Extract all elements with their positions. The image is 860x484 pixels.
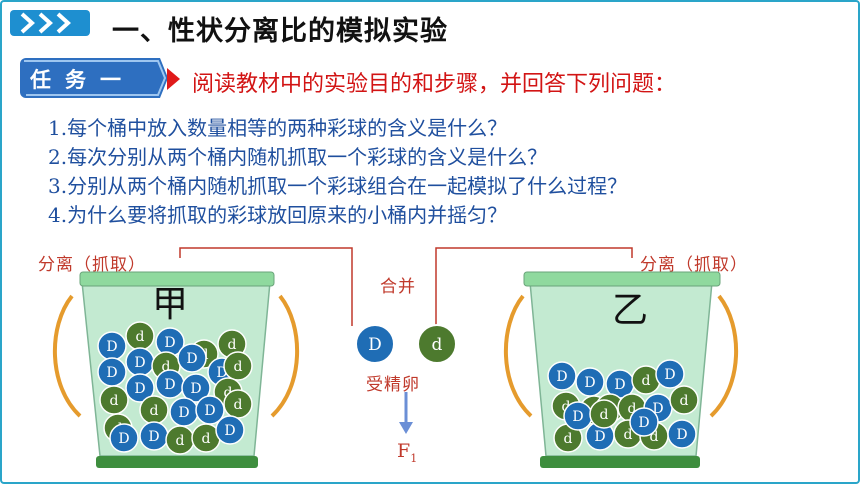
- question-item: 1.每个桶中放入数量相等的两种彩球的含义是什么？: [48, 116, 508, 140]
- ball-label: d: [150, 403, 159, 419]
- ball-label: D: [106, 365, 117, 381]
- ball-dominant: [655, 359, 685, 389]
- bucket-left-name: 甲: [152, 284, 188, 325]
- ball-dominant: [181, 373, 211, 403]
- ball-label: D: [556, 369, 567, 385]
- ball-label: d: [202, 431, 211, 447]
- ball-label: D: [614, 377, 625, 393]
- right-separate-label: 分离（抓取）: [640, 255, 748, 275]
- ball-label: D: [148, 429, 159, 445]
- ball-label: d: [162, 359, 171, 375]
- middle-ball-recessive-label: d: [432, 335, 443, 355]
- ball-label: d: [642, 373, 651, 389]
- ball-label: D: [164, 377, 175, 393]
- ball-label: D: [594, 429, 605, 445]
- ball-label: D: [164, 335, 175, 351]
- question-item: 2.每次分别从两个桶内随机抓取一个彩球的含义是什么？: [48, 145, 548, 169]
- offspring-label: F1: [397, 440, 417, 465]
- fertilization-label: 受精卵: [366, 375, 420, 395]
- ball-label: D: [134, 381, 145, 397]
- question-list: 1.每个桶中放入数量相等的两种彩球的含义是什么？ 2.每次分别从两个桶内随机抓取…: [48, 114, 627, 230]
- ball-label: D: [118, 431, 129, 447]
- down-arrow-icon: [399, 422, 413, 434]
- ball-label: d: [600, 407, 609, 423]
- balls-left: DdDddDDdDDddDDDdddDDdDDddD: [97, 321, 253, 455]
- left-separate-label: 分离（抓取）: [38, 255, 146, 275]
- bucket-right-name: 乙: [612, 290, 648, 331]
- ball-dominant: [125, 373, 155, 403]
- ball-label: D: [584, 375, 595, 391]
- ball-dominant: [109, 423, 139, 453]
- ball-dominant: [629, 407, 659, 437]
- chevron-arrows-icon: [10, 10, 90, 36]
- right-connector-line: [435, 247, 633, 326]
- ball-label: d: [564, 431, 573, 447]
- ball-label: d: [624, 427, 633, 443]
- ball-label: D: [204, 403, 215, 419]
- ball-recessive: [669, 385, 699, 415]
- ball-recessive: [589, 399, 619, 429]
- ball-label: d: [628, 401, 637, 417]
- ball-label: D: [134, 355, 145, 371]
- ball-label: D: [106, 339, 117, 355]
- ball-dominant: [177, 343, 207, 373]
- offspring-sub: 1: [410, 451, 418, 465]
- ball-label: d: [562, 399, 571, 415]
- ball-label: d: [136, 329, 145, 345]
- ball-dominant: [667, 419, 697, 449]
- ball-label: D: [572, 409, 583, 425]
- merge-label: 合并: [380, 277, 416, 297]
- ball-label: d: [228, 337, 237, 353]
- ball-label: d: [680, 393, 689, 409]
- ball-label: d: [110, 393, 119, 409]
- ball-dominant: [547, 361, 577, 391]
- ball-recessive: [223, 351, 253, 381]
- ball-label: D: [190, 381, 201, 397]
- arrow-right-icon: [167, 68, 180, 90]
- task-instruction: 阅读教材中的实验目的和步骤，并回答下列问题：: [192, 72, 677, 97]
- ball-label: D: [652, 401, 663, 417]
- ball-dominant: [215, 415, 245, 445]
- left-connector-line: [179, 247, 353, 326]
- ball-label: d: [234, 359, 243, 375]
- ball-label: D: [676, 427, 687, 443]
- balls-right: DDDdDddddDddDddDDdD: [547, 359, 699, 453]
- ball-label: D: [664, 367, 675, 383]
- middle-ball-dominant-label: D: [368, 335, 382, 355]
- question-item: 4.为什么要将抓取的彩球放回原来的小桶内并摇匀？: [48, 203, 508, 227]
- offspring-main: F: [397, 440, 411, 462]
- ball-label: d: [224, 385, 233, 401]
- task-badge-label: 任务一: [30, 68, 135, 92]
- ball-label: D: [224, 423, 235, 439]
- experiment-diagram: 甲 乙 DdDddDDdDDddDDDdddDDdDDddD DDDdDdddd…: [53, 247, 738, 468]
- middle-ball-dominant: [355, 324, 395, 364]
- ball-label: D: [638, 415, 649, 431]
- middle-ball-recessive: [417, 324, 457, 364]
- ball-label: D: [178, 405, 189, 421]
- ball-label: d: [176, 433, 185, 449]
- ball-label: d: [650, 429, 659, 445]
- ball-label: D: [186, 351, 197, 367]
- question-item: 3.分别从两个桶内随机抓取一个彩球组合在一起模拟了什么过程？: [48, 174, 628, 198]
- ball-label: D: [216, 365, 227, 381]
- task-badge: [20, 58, 168, 98]
- page-title: 一、性状分离比的模拟实验: [112, 16, 448, 47]
- ball-label: d: [234, 397, 243, 413]
